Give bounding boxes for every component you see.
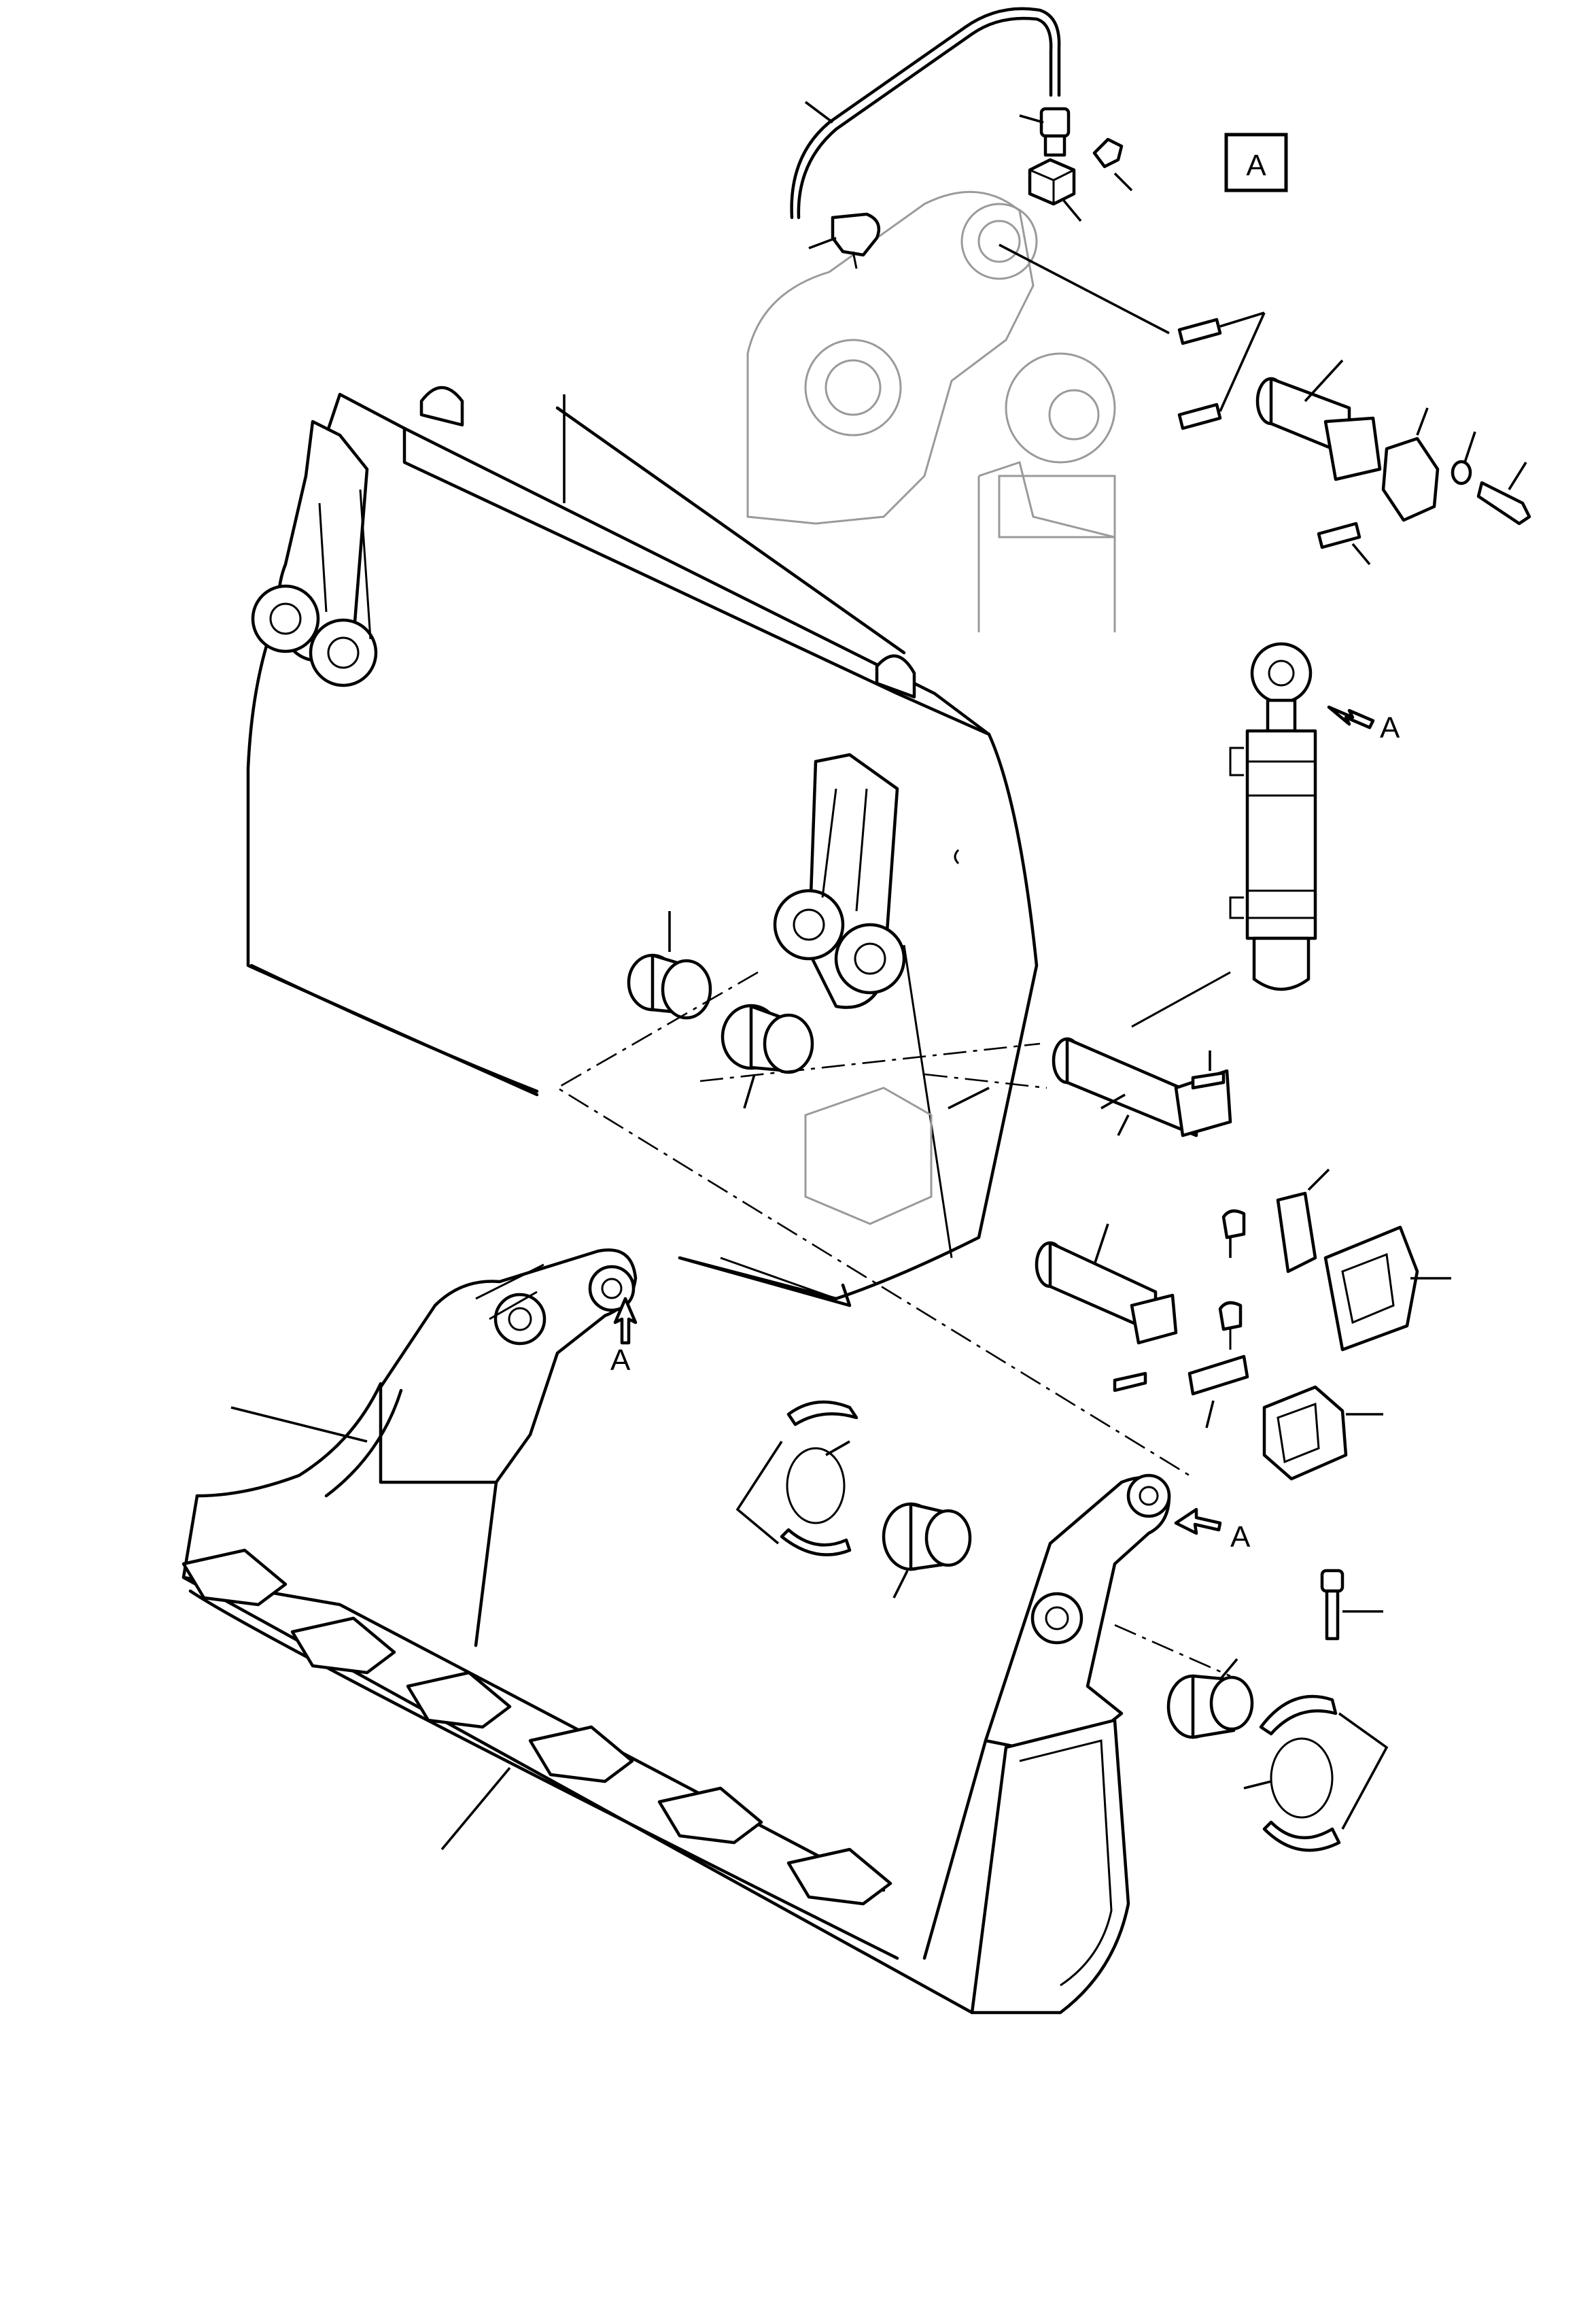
- bushing-right: [721, 1004, 814, 1074]
- bucket-teeth: [181, 1548, 892, 1906]
- split-ring-lower: [1259, 1694, 1341, 1852]
- washer: [1451, 460, 1472, 485]
- key-bar: [1317, 522, 1361, 549]
- view-label-box: [1224, 133, 1288, 192]
- arrow-a-right: [1174, 1507, 1222, 1535]
- pivot-pin-middle: [1052, 1037, 1232, 1138]
- callout-a-right: A: [1230, 1520, 1251, 1554]
- keeper-plate: [1187, 1354, 1249, 1396]
- retainer-plate: [1276, 1191, 1317, 1274]
- grease-nipple: [1092, 137, 1124, 169]
- bolt-lower: [1320, 1569, 1345, 1641]
- pivot-pin-upper: [1255, 377, 1382, 481]
- tilt-cylinder: [1131, 642, 1317, 1028]
- detail-view-a: A: [746, 7, 1531, 632]
- elbow-fitting: [831, 212, 881, 257]
- grease-block: [1028, 158, 1076, 206]
- quick-coupler-frame: [246, 386, 1039, 1308]
- bracket-lower: [1262, 1385, 1348, 1481]
- pipe-fitting-upper: [1039, 107, 1071, 138]
- grease-pipe: [790, 7, 1061, 220]
- cap-screw-lower: [1218, 1301, 1243, 1331]
- cap-screw-middle: [1221, 1209, 1246, 1240]
- arrow-a-bucket: [613, 1297, 638, 1345]
- callout-a-upper: A: [1380, 711, 1400, 745]
- bushing-lower-right: [1166, 1674, 1254, 1739]
- bushing-lower-left: [882, 1502, 972, 1571]
- bucket: [181, 1248, 1171, 2015]
- shim-plate-lower: [1177, 403, 1222, 430]
- bolt-upper: [1476, 481, 1531, 526]
- view-label: A: [1246, 149, 1266, 182]
- callout-a-bucket: A: [610, 1344, 631, 1377]
- split-ring-upper: [780, 1400, 858, 1556]
- lock-plate: [1381, 437, 1440, 522]
- arrow-a-upper: [1327, 705, 1375, 730]
- key-pin-lower: [1113, 1371, 1147, 1392]
- ghost-lift-arm: [746, 190, 1116, 632]
- key-pin-small: [1191, 1071, 1226, 1090]
- pivot-pin-lower: [1035, 1241, 1178, 1345]
- shim-plate-upper: [1177, 318, 1222, 345]
- bracket-upper: [1323, 1225, 1419, 1352]
- bushing-left: [627, 953, 712, 1020]
